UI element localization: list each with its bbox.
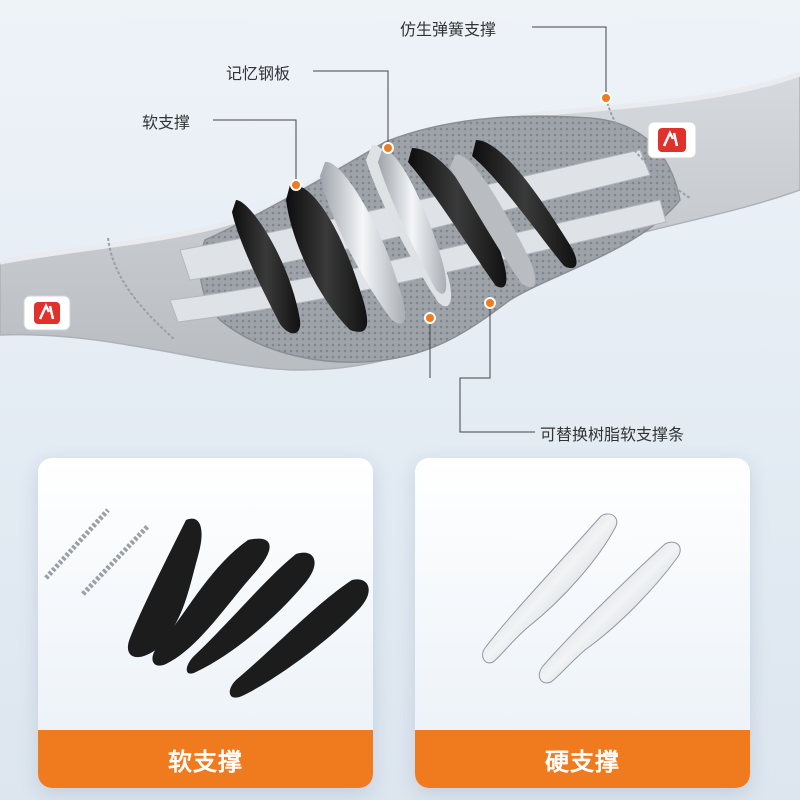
hard-support-label: 硬支撑 bbox=[415, 730, 750, 788]
callout-resin-strips: 可替换树脂软支撑条 bbox=[540, 425, 685, 444]
brand-logo-icon bbox=[647, 121, 697, 159]
soft-support-parts bbox=[44, 508, 369, 698]
callout-soft-support: 软支撑 bbox=[142, 113, 191, 132]
callout-markers bbox=[290, 92, 612, 324]
hard-support-parts bbox=[482, 513, 681, 684]
callout-memory-steel: 记忆钢板 bbox=[226, 64, 291, 83]
soft-plate-icon bbox=[127, 518, 369, 698]
soft-support-label: 软支撑 bbox=[38, 730, 373, 788]
spring-strip-icon bbox=[44, 508, 150, 596]
soft-support-card: 软支撑 bbox=[38, 458, 373, 788]
hard-support-card: 硬支撑 bbox=[415, 458, 750, 788]
spring-chain-left bbox=[107, 237, 176, 341]
support-plates bbox=[232, 140, 577, 334]
callout-lines bbox=[213, 26, 607, 433]
spring-chain-right bbox=[605, 97, 691, 199]
brand-logo-icon bbox=[23, 295, 71, 331]
callout-spring-support: 仿生弹簧支撑 bbox=[400, 20, 497, 39]
steel-plate-icon bbox=[482, 513, 681, 684]
belt-illustration bbox=[0, 26, 800, 433]
